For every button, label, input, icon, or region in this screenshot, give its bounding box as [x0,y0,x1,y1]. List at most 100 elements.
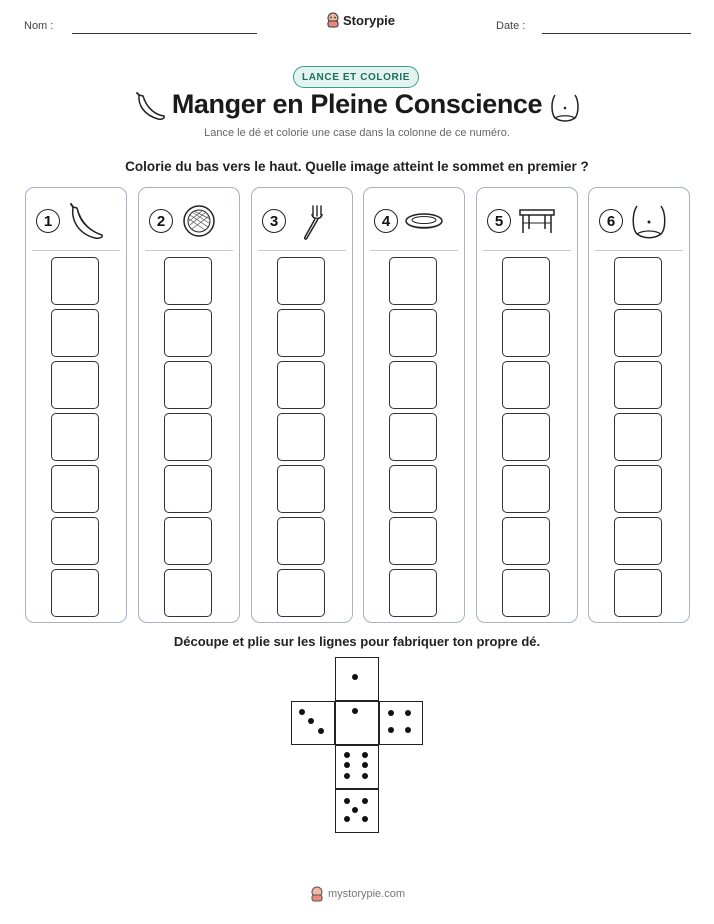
color-cell[interactable] [502,309,550,357]
die-pip [344,762,350,768]
color-cell[interactable] [164,257,212,305]
footer: mystorypie.com [310,886,405,902]
color-cell[interactable] [614,465,662,513]
die-face-4 [379,701,423,745]
column-number: 1 [36,209,60,233]
column-5: 5 [476,187,578,623]
color-cell[interactable] [502,517,550,565]
color-cell[interactable] [277,413,325,461]
die-pip [405,727,411,733]
color-cell[interactable] [502,257,550,305]
storypie-mascot-icon [327,12,339,28]
column-2: 2 [138,187,240,623]
column-1: 1 [25,187,127,623]
color-cell[interactable] [389,257,437,305]
die-pip [344,773,350,779]
die-face-5 [335,789,379,833]
die-pip [352,674,358,680]
color-cell[interactable] [389,517,437,565]
die-face-3 [291,701,335,745]
color-cell[interactable] [389,413,437,461]
die-pip [299,709,305,715]
color-cell[interactable] [164,413,212,461]
game-instruction: Colorie du bas vers le haut. Quelle imag… [125,159,589,174]
subtitle: Lance le dé et colorie une case dans la … [204,127,510,139]
die-pip [362,762,368,768]
die-face-6 [335,745,379,789]
color-cell[interactable] [502,361,550,409]
color-cell[interactable] [277,465,325,513]
color-cell[interactable] [389,465,437,513]
cut-instruction: Découpe et plie sur les lignes pour fabr… [173,634,541,649]
color-cell[interactable] [389,361,437,409]
fork-icon [304,205,323,240]
die-pip [388,710,394,716]
color-cell[interactable] [164,569,212,617]
color-cell[interactable] [389,569,437,617]
color-cell[interactable] [164,517,212,565]
color-cell[interactable] [51,257,99,305]
color-cell[interactable] [614,361,662,409]
page-title: Manger en Pleine Conscience [171,89,543,119]
color-cell[interactable] [51,309,99,357]
color-cell[interactable] [164,309,212,357]
color-cell[interactable] [51,569,99,617]
die-pip [344,798,350,804]
color-cell[interactable] [51,413,99,461]
column-divider [32,250,120,251]
column-divider [258,250,346,251]
color-cell[interactable] [502,413,550,461]
color-cell[interactable] [277,361,325,409]
column-divider [595,250,683,251]
activity-badge: LANCE ET COLORIE [293,66,419,88]
table-icon [519,209,555,233]
color-cell[interactable] [614,569,662,617]
die-pip [362,816,368,822]
color-cell[interactable] [614,309,662,357]
column-4: 4 [363,187,465,623]
column-number: 6 [599,209,623,233]
color-cell[interactable] [502,465,550,513]
color-cell[interactable] [164,361,212,409]
die-pip [388,727,394,733]
column-number: 4 [374,209,398,233]
die-face-1 [335,701,379,745]
brand-name: Storypie [343,12,396,28]
column-number: 2 [149,209,173,233]
die-pip [352,708,358,714]
color-cell[interactable] [164,465,212,513]
die-pip [405,710,411,716]
color-cell[interactable] [614,257,662,305]
column-divider [370,250,458,251]
column-number: 5 [487,209,511,233]
die-pip [352,807,358,813]
name-label: Nom : [24,20,54,32]
die-pip [362,752,368,758]
belly-icon [632,205,666,239]
date-line [542,33,691,34]
color-cell[interactable] [502,569,550,617]
storypie-mascot-icon [311,886,323,902]
die-pip [344,816,350,822]
die-pip [362,798,368,804]
color-cell[interactable] [389,309,437,357]
pie-icon [183,205,215,237]
color-cell[interactable] [614,413,662,461]
color-cell[interactable] [51,465,99,513]
color-cell[interactable] [277,569,325,617]
color-cell[interactable] [277,517,325,565]
die-pip [318,728,324,734]
date-label: Date : [496,20,526,32]
die-pip [344,752,350,758]
color-cell[interactable] [614,517,662,565]
die-pip [308,718,314,724]
footer-url: mystorypie.com [328,888,406,900]
color-cell[interactable] [277,309,325,357]
column-divider [483,250,571,251]
die-pip [362,773,368,779]
color-cell[interactable] [51,517,99,565]
color-cell[interactable] [277,257,325,305]
banana-icon [70,203,103,239]
column-6: 6 [588,187,690,623]
color-cell[interactable] [51,361,99,409]
